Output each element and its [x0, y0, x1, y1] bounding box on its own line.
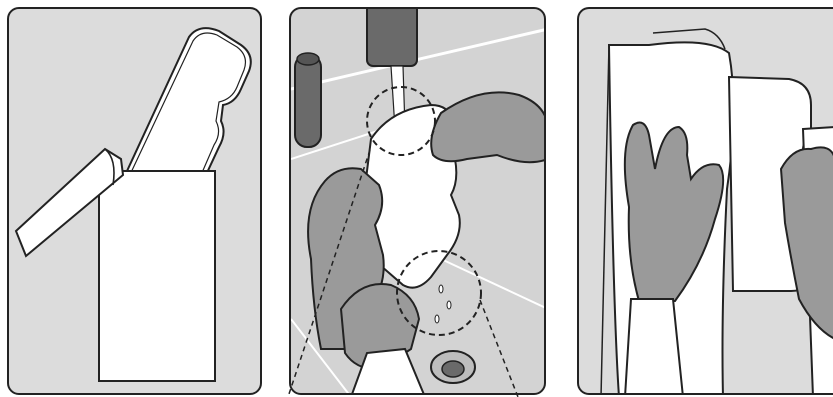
- faucet-icon: [294, 9, 418, 148]
- step-2-panel: [289, 7, 546, 395]
- rinse-illustration: [291, 9, 544, 393]
- pouch-illustration: [14, 27, 252, 382]
- step-3-panel: [577, 7, 833, 395]
- gloved-hand-icon: [779, 146, 833, 340]
- drain-icon: [430, 350, 476, 384]
- gloved-hand-icon: [623, 121, 725, 302]
- magnify-circle-icon: [366, 86, 482, 336]
- liner-icon: [119, 27, 252, 186]
- pouch-icon: [14, 147, 216, 382]
- gloved-hand-icon: [430, 91, 544, 164]
- step-1-panel: [7, 7, 262, 395]
- dry-illustration: [600, 28, 833, 393]
